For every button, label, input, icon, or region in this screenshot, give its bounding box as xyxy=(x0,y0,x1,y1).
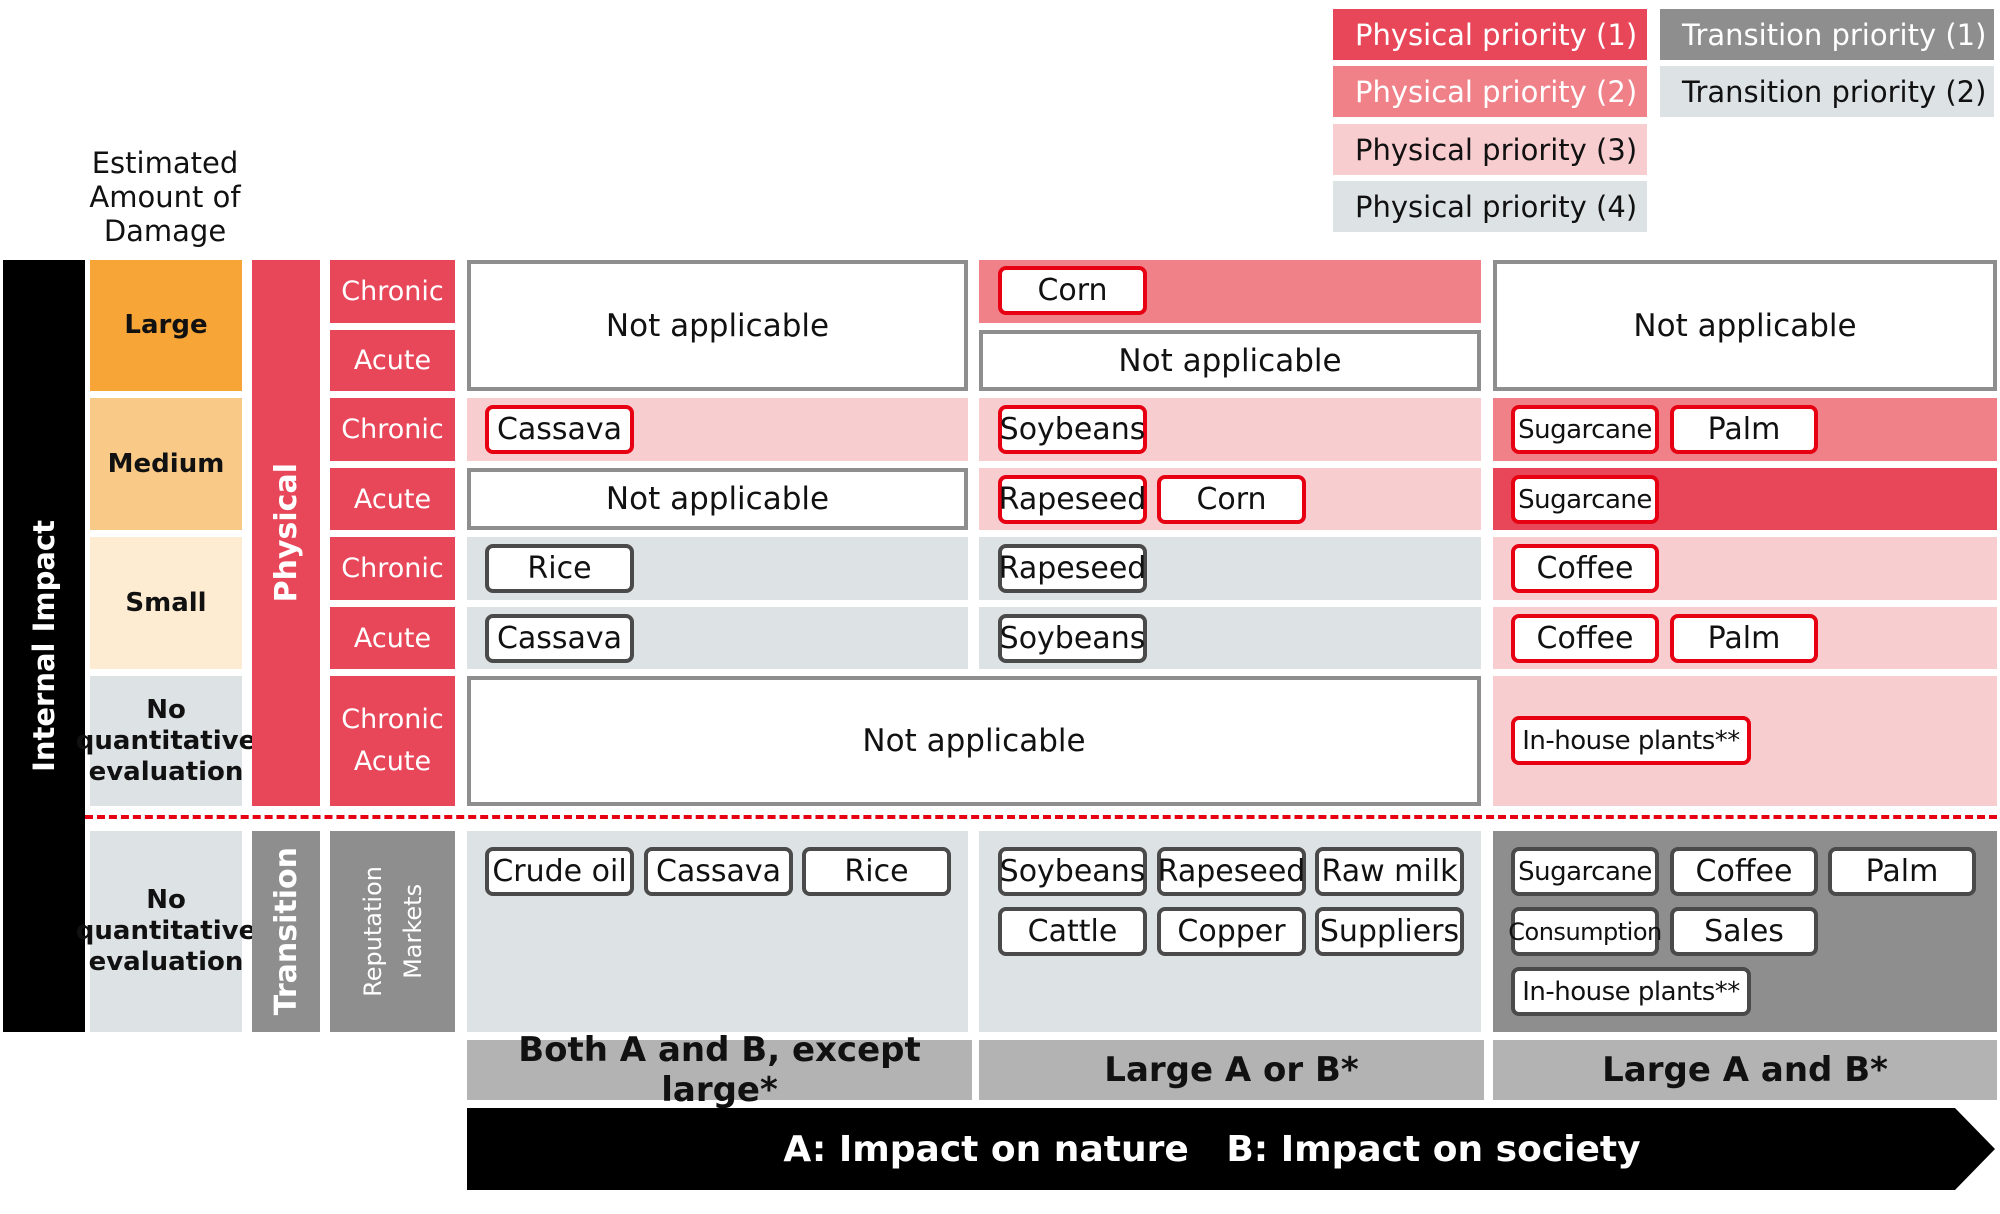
transition-label: Transition xyxy=(268,847,304,1016)
internal-impact-label: Internal Impact xyxy=(27,520,61,772)
sub-chronic-label: Chronic xyxy=(341,704,444,735)
sub-chronic-small: Chronic xyxy=(330,537,455,600)
y-axis-label: Estimated Amount of Damage xyxy=(89,146,241,248)
sub-acute-large: Acute xyxy=(330,330,455,391)
item-chip: In-house plants** xyxy=(1511,716,1751,765)
sub-acute-label: Acute xyxy=(353,746,432,777)
item-chip: Coffee xyxy=(1511,544,1659,593)
cell-transition-col1: Crude oil Cassava Rice xyxy=(467,831,968,1032)
item-chip: Rice xyxy=(485,544,634,593)
sub-chronic-medium: Chronic xyxy=(330,398,455,461)
item-chip: Coffee xyxy=(1670,847,1818,896)
cell-small-chronic-col2: Rapeseed xyxy=(979,537,1481,600)
sub-reputation-label: Reputation xyxy=(358,866,387,997)
item-chip: Cattle xyxy=(998,907,1147,956)
sub-markets-label: Markets xyxy=(398,884,427,980)
sub-chronic-acute-noq: Chronic Acute xyxy=(330,676,455,806)
cell-large-col3-na: Not applicable xyxy=(1493,260,1997,391)
cell-transition-col3: Sugarcane Coffee Palm Consumption Sales … xyxy=(1493,831,1997,1032)
cell-noq-physical-col12-na: Not applicable xyxy=(467,676,1481,806)
item-chip: Suppliers xyxy=(1315,907,1464,956)
cell-noq-physical-col3: In-house plants** xyxy=(1493,676,1997,806)
cell-large-chronic-col2: Corn xyxy=(979,260,1481,323)
item-chip: Consumption xyxy=(1508,907,1662,956)
item-chip: Soybeans xyxy=(998,614,1147,663)
item-chip: Raw milk xyxy=(1315,847,1464,896)
item-chip: Cassava xyxy=(485,405,634,454)
damage-level-medium: Medium xyxy=(90,398,242,530)
item-chip: In-house plants** xyxy=(1511,967,1751,1016)
sub-transition: Reputation Markets xyxy=(330,831,455,1032)
cell-medium-chronic-col3: Sugarcane Palm xyxy=(1493,398,1997,461)
item-chip: Rapeseed xyxy=(998,544,1147,593)
cell-small-acute-col1: Cassava xyxy=(467,607,968,669)
damage-level-no-quantitative-physical: No quantitative evaluation xyxy=(76,676,256,806)
legend-physical-priority-4: Physical priority (4) xyxy=(1333,181,1647,232)
cell-medium-acute-col1-na: Not applicable xyxy=(467,468,968,530)
cell-medium-chronic-col2: Soybeans xyxy=(979,398,1481,461)
physical-category-bar: Physical xyxy=(252,260,320,806)
item-chip: Coffee xyxy=(1511,614,1659,663)
transition-category-bar: Transition xyxy=(252,831,320,1032)
item-chip: Palm xyxy=(1670,405,1818,454)
cell-small-acute-col2: Soybeans xyxy=(979,607,1481,669)
item-chip: Corn xyxy=(1157,475,1306,524)
item-chip: Soybeans xyxy=(998,405,1147,454)
item-chip: Copper xyxy=(1157,907,1306,956)
item-chip: Rapeseed xyxy=(998,475,1147,524)
legend-physical-priority-2: Physical priority (2) xyxy=(1333,66,1647,117)
cell-small-chronic-col1: Rice xyxy=(467,537,968,600)
cell-medium-chronic-col1: Cassava xyxy=(467,398,968,461)
cell-medium-acute-col3: Sugarcane xyxy=(1493,468,1997,530)
damage-level-large: Large xyxy=(90,260,242,391)
cell-large-col1-na: Not applicable xyxy=(467,260,968,391)
item-chip: Rice xyxy=(802,847,951,896)
legend-physical-priority-3: Physical priority (3) xyxy=(1333,124,1647,175)
item-chip: Palm xyxy=(1828,847,1976,896)
item-chip: Sales xyxy=(1670,907,1818,956)
x-axis-arrow xyxy=(467,1108,1995,1190)
cell-large-acute-col2-na: Not applicable xyxy=(979,330,1481,391)
damage-level-small: Small xyxy=(90,537,242,669)
item-chip: Soybeans xyxy=(998,847,1147,896)
cell-small-chronic-col3: Coffee xyxy=(1493,537,1997,600)
physical-label: Physical xyxy=(268,463,304,603)
legend-physical-priority-1: Physical priority (1) xyxy=(1333,9,1647,60)
item-chip: Rapeseed xyxy=(1157,847,1306,896)
arrow-shape xyxy=(467,1108,1995,1190)
item-chip: Cassava xyxy=(485,614,634,663)
item-chip: Sugarcane xyxy=(1511,405,1659,454)
item-chip: Cassava xyxy=(644,847,793,896)
item-chip: Crude oil xyxy=(485,847,634,896)
column-label-2: Large A or B* xyxy=(979,1040,1484,1100)
cell-medium-acute-col2: Rapeseed Corn xyxy=(979,468,1481,530)
cell-small-acute-col3: Coffee Palm xyxy=(1493,607,1997,669)
column-label-3: Large A and B* xyxy=(1493,1040,1997,1100)
x-axis-label: A: Impact on nature B: Impact on society xyxy=(783,1128,1641,1170)
damage-level-no-quantitative-transition: No quantitative evaluation xyxy=(76,831,256,1032)
internal-impact-bar: Internal Impact xyxy=(3,260,85,1032)
sub-chronic-large: Chronic xyxy=(330,260,455,323)
cell-transition-col2: Soybeans Rapeseed Raw milk Cattle Copper… xyxy=(979,831,1481,1032)
item-chip: Sugarcane xyxy=(1511,847,1659,896)
column-label-1: Both A and B, except large* xyxy=(467,1030,972,1110)
sub-acute-medium: Acute xyxy=(330,468,455,530)
sub-acute-small: Acute xyxy=(330,607,455,669)
item-chip: Palm xyxy=(1670,614,1818,663)
legend-transition-priority-1: Transition priority (1) xyxy=(1660,9,1994,60)
item-chip: Sugarcane xyxy=(1511,475,1659,524)
item-chip: Corn xyxy=(998,266,1147,315)
legend-transition-priority-2: Transition priority (2) xyxy=(1660,66,1994,117)
physical-transition-divider xyxy=(85,815,1997,819)
sub-transition-labels: Reputation Markets xyxy=(353,866,433,997)
